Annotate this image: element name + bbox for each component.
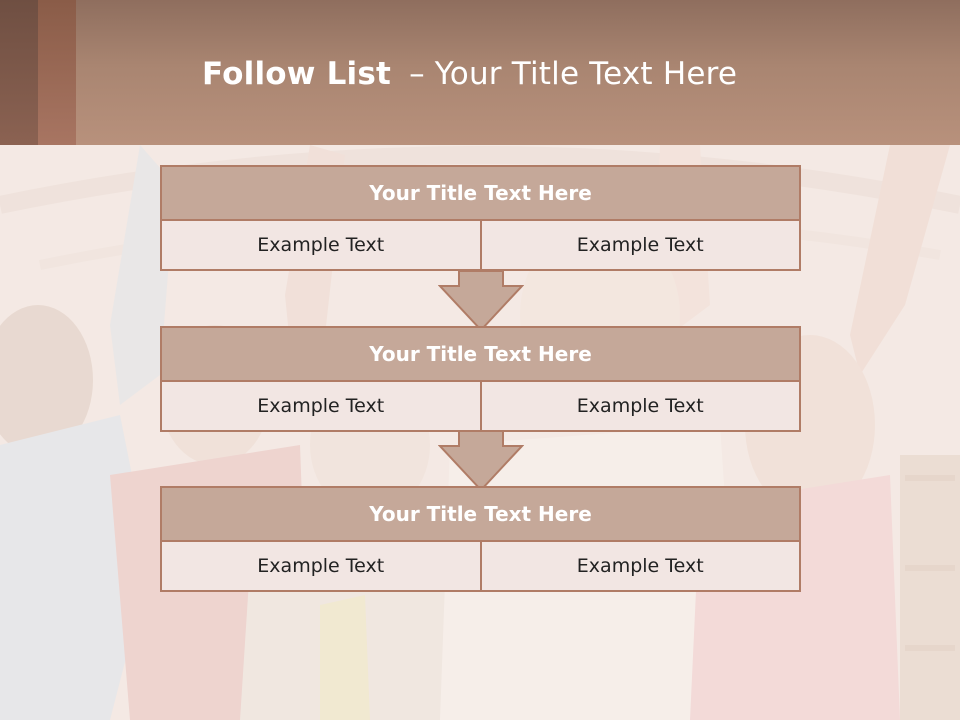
flow-block-2: Your Title Text Here Example Text Exampl…	[160, 326, 801, 432]
flow-cell-left: Example Text	[160, 221, 482, 271]
flow-cell-left: Example Text	[160, 542, 482, 592]
flow-cell-right: Example Text	[481, 542, 801, 592]
flow-block-row: Example Text Example Text	[160, 382, 801, 432]
flow-cell-right: Example Text	[481, 221, 801, 271]
down-arrow-icon	[438, 430, 524, 492]
flow-block-3: Your Title Text Here Example Text Exampl…	[160, 486, 801, 592]
flow-block-row: Example Text Example Text	[160, 221, 801, 271]
flow-block-1: Your Title Text Here Example Text Exampl…	[160, 165, 801, 271]
header-accent-bar	[0, 0, 38, 145]
down-arrow-icon	[438, 270, 524, 332]
slide-header: Follow List–Your Title Text Here	[0, 0, 960, 145]
slide-title: Follow List–Your Title Text Here	[202, 56, 737, 96]
flow-block-title: Your Title Text Here	[160, 486, 801, 542]
flow-block-title: Your Title Text Here	[160, 326, 801, 382]
slide-title-bold: Follow List	[202, 56, 392, 92]
header-accent-bar-2	[38, 0, 76, 145]
slide-title-rest: Your Title Text Here	[434, 56, 738, 92]
flow-cell-left: Example Text	[160, 382, 482, 432]
flow-block-row: Example Text Example Text	[160, 542, 801, 592]
flow-block-title: Your Title Text Here	[160, 165, 801, 221]
flow-cell-right: Example Text	[481, 382, 801, 432]
slide-title-dash: –	[409, 56, 425, 92]
